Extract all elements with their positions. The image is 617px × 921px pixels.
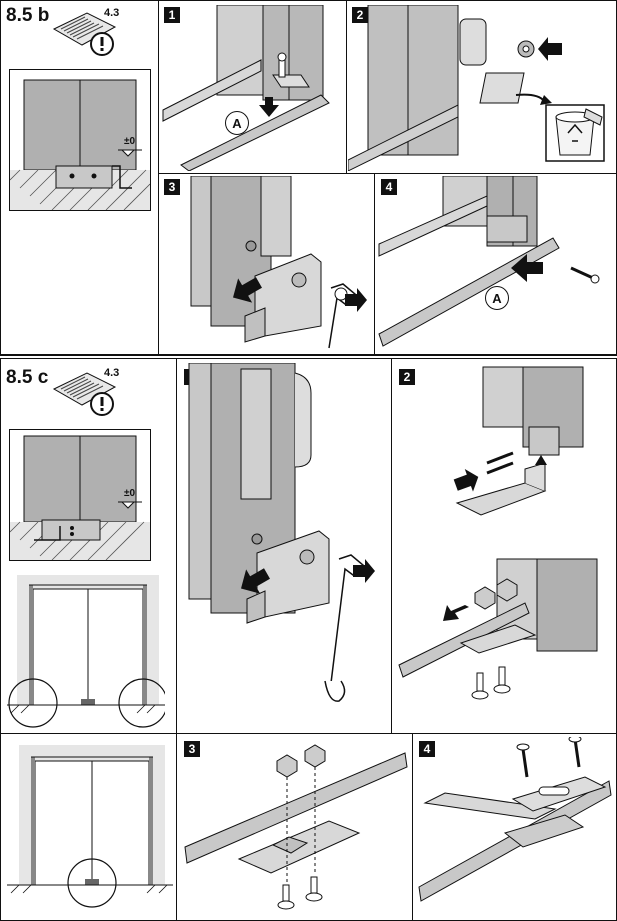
step-number: 1 [164,7,180,23]
step-number: 4 [419,741,435,757]
manual-icon [49,367,119,417]
step-divider [346,1,347,173]
section-8-5b: 8.5 b 4.3 [0,0,617,356]
step-divider [374,173,375,355]
recycle-bin-icon [545,104,605,162]
section-8-5c: 8.5 c 4.3 [0,358,617,921]
step-4-illustration: A [377,176,613,352]
step-number: 3 [184,741,200,757]
callout-a: A [485,286,509,310]
step-2-illustration [395,363,613,731]
step-3-illustration [179,737,409,917]
manual-icon [49,7,119,57]
section-title: 8.5 c [6,367,49,388]
column-divider [158,1,159,355]
section-separator [0,354,617,356]
screw-icon [486,451,514,475]
step-2-illustration [348,5,613,171]
warning-icon [89,391,115,417]
section-title: 8.5 b [6,5,50,26]
step-number: 4 [381,179,397,195]
step-3-illustration [161,176,371,352]
manual-reference: 4.3 [104,7,120,19]
step-number: 2 [399,369,415,385]
step-divider [412,733,413,920]
step-1-illustration [179,363,389,731]
arrow-icon [259,97,279,117]
door-overview-2 [7,739,173,915]
screw-icon [277,876,323,910]
installation-detail: ±0 [9,429,151,561]
screw-icon [516,737,582,778]
screw-icon [570,266,600,284]
door-overview-1 [7,573,165,733]
manual-reference: 4.3 [104,367,120,379]
step-1-illustration: A [161,5,343,171]
level-label: ±0 [124,488,136,499]
callout-a: A [225,111,249,135]
column-divider [176,733,177,920]
installation-detail: ±0 [9,69,151,211]
row-divider [158,173,616,174]
row-divider [1,733,616,734]
level-label: ±0 [124,136,136,147]
wrench-icon [328,283,357,349]
step-4-illustration [415,737,613,917]
nut-icon [276,744,326,778]
step-number: 3 [164,179,180,195]
step-number: 2 [352,7,368,23]
step-divider [391,359,392,733]
warning-icon [89,31,115,57]
column-divider [176,359,177,733]
nut-icon [474,578,518,610]
screw-icon [471,666,511,700]
